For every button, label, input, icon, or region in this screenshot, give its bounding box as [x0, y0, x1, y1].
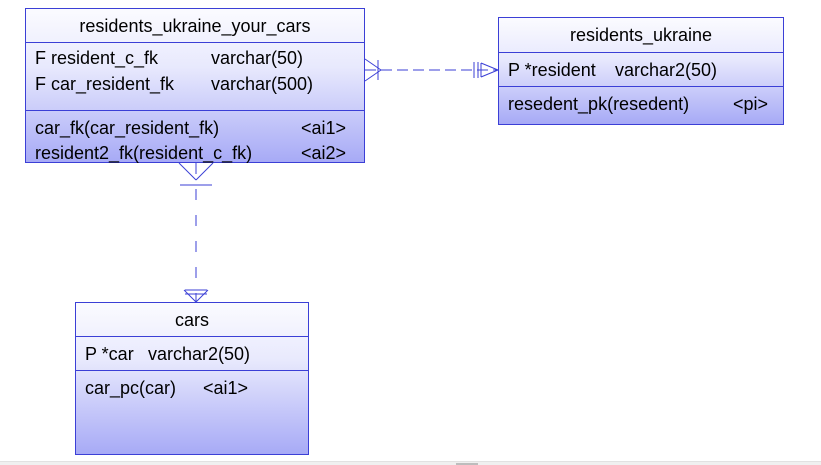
key-tag: <pi>: [733, 94, 769, 114]
arrow-head: [480, 69, 499, 78]
key-section: car_pc(car) <ai1>: [76, 371, 308, 399]
crows-foot-prong: [195, 162, 214, 181]
key-name: car_pc(car): [85, 378, 177, 398]
arrow-head: [183, 289, 197, 303]
relationship-your-cars-to-residents[interactable]: [364, 58, 499, 82]
key-section: car_fk(car_resident_fk) <ai1> resident2_…: [26, 111, 364, 167]
key-row[interactable]: resident2_fk(resident_c_fk) <ai2>: [26, 142, 364, 167]
crows-foot-prong: [178, 162, 197, 181]
entity-title: residents_ukraine: [499, 18, 783, 53]
attribute-row[interactable]: F car_resident_fk varchar(500): [26, 73, 364, 99]
attribute-row[interactable]: F resident_c_fk varchar(50): [26, 47, 364, 73]
entity-residents-ukraine[interactable]: residents_ukraine P *resident varchar2(5…: [498, 17, 784, 125]
key-name: resedent_pk(resedent): [508, 94, 690, 114]
key-row[interactable]: resedent_pk(resedent) <pi>: [499, 93, 783, 115]
relationship-your-cars-to-cars[interactable]: [178, 162, 214, 303]
attribute-section: P *car varchar2(50): [76, 337, 308, 371]
crows-foot-prong: [364, 58, 382, 71]
entity-title: cars: [76, 303, 308, 337]
attribute-name: F resident_c_fk: [35, 48, 159, 68]
crows-foot-prong: [364, 69, 382, 82]
attribute-section: P *resident varchar2(50): [499, 53, 783, 87]
entity-residents-ukraine-your-cars[interactable]: residents_ukraine_your_cars F resident_c…: [25, 8, 365, 163]
entity-cars[interactable]: cars P *car varchar2(50) car_pc(car) <ai…: [75, 302, 309, 455]
attribute-name: F car_resident_fk: [35, 74, 175, 94]
key-tag: <ai2>: [301, 143, 347, 163]
attribute-type: varchar(50): [211, 48, 304, 68]
attribute-type: varchar2(50): [615, 60, 718, 80]
attribute-row[interactable]: P *resident varchar2(50): [499, 59, 783, 81]
key-row[interactable]: car_pc(car) <ai1>: [76, 377, 308, 399]
arrow-head: [195, 289, 209, 303]
scrollbar-thumb[interactable]: [456, 463, 478, 465]
key-name: car_fk(car_resident_fk): [35, 118, 220, 138]
entity-title: residents_ukraine_your_cars: [26, 9, 364, 43]
attribute-section: F resident_c_fk varchar(50) F car_reside…: [26, 43, 364, 111]
horizontal-scrollbar[interactable]: [0, 461, 821, 465]
attribute-name: P *car: [85, 344, 134, 364]
arrow-head: [480, 62, 499, 71]
key-name: resident2_fk(resident_c_fk): [35, 143, 253, 163]
key-tag: <ai1>: [203, 378, 249, 398]
attribute-row[interactable]: P *car varchar2(50): [76, 343, 308, 365]
key-section: resedent_pk(resedent) <pi>: [499, 87, 783, 115]
attribute-type: varchar2(50): [148, 344, 251, 364]
key-row[interactable]: car_fk(car_resident_fk) <ai1>: [26, 117, 364, 142]
attribute-name: P *resident: [508, 60, 596, 80]
key-tag: <ai1>: [301, 118, 347, 138]
attribute-type: varchar(500): [211, 74, 314, 94]
